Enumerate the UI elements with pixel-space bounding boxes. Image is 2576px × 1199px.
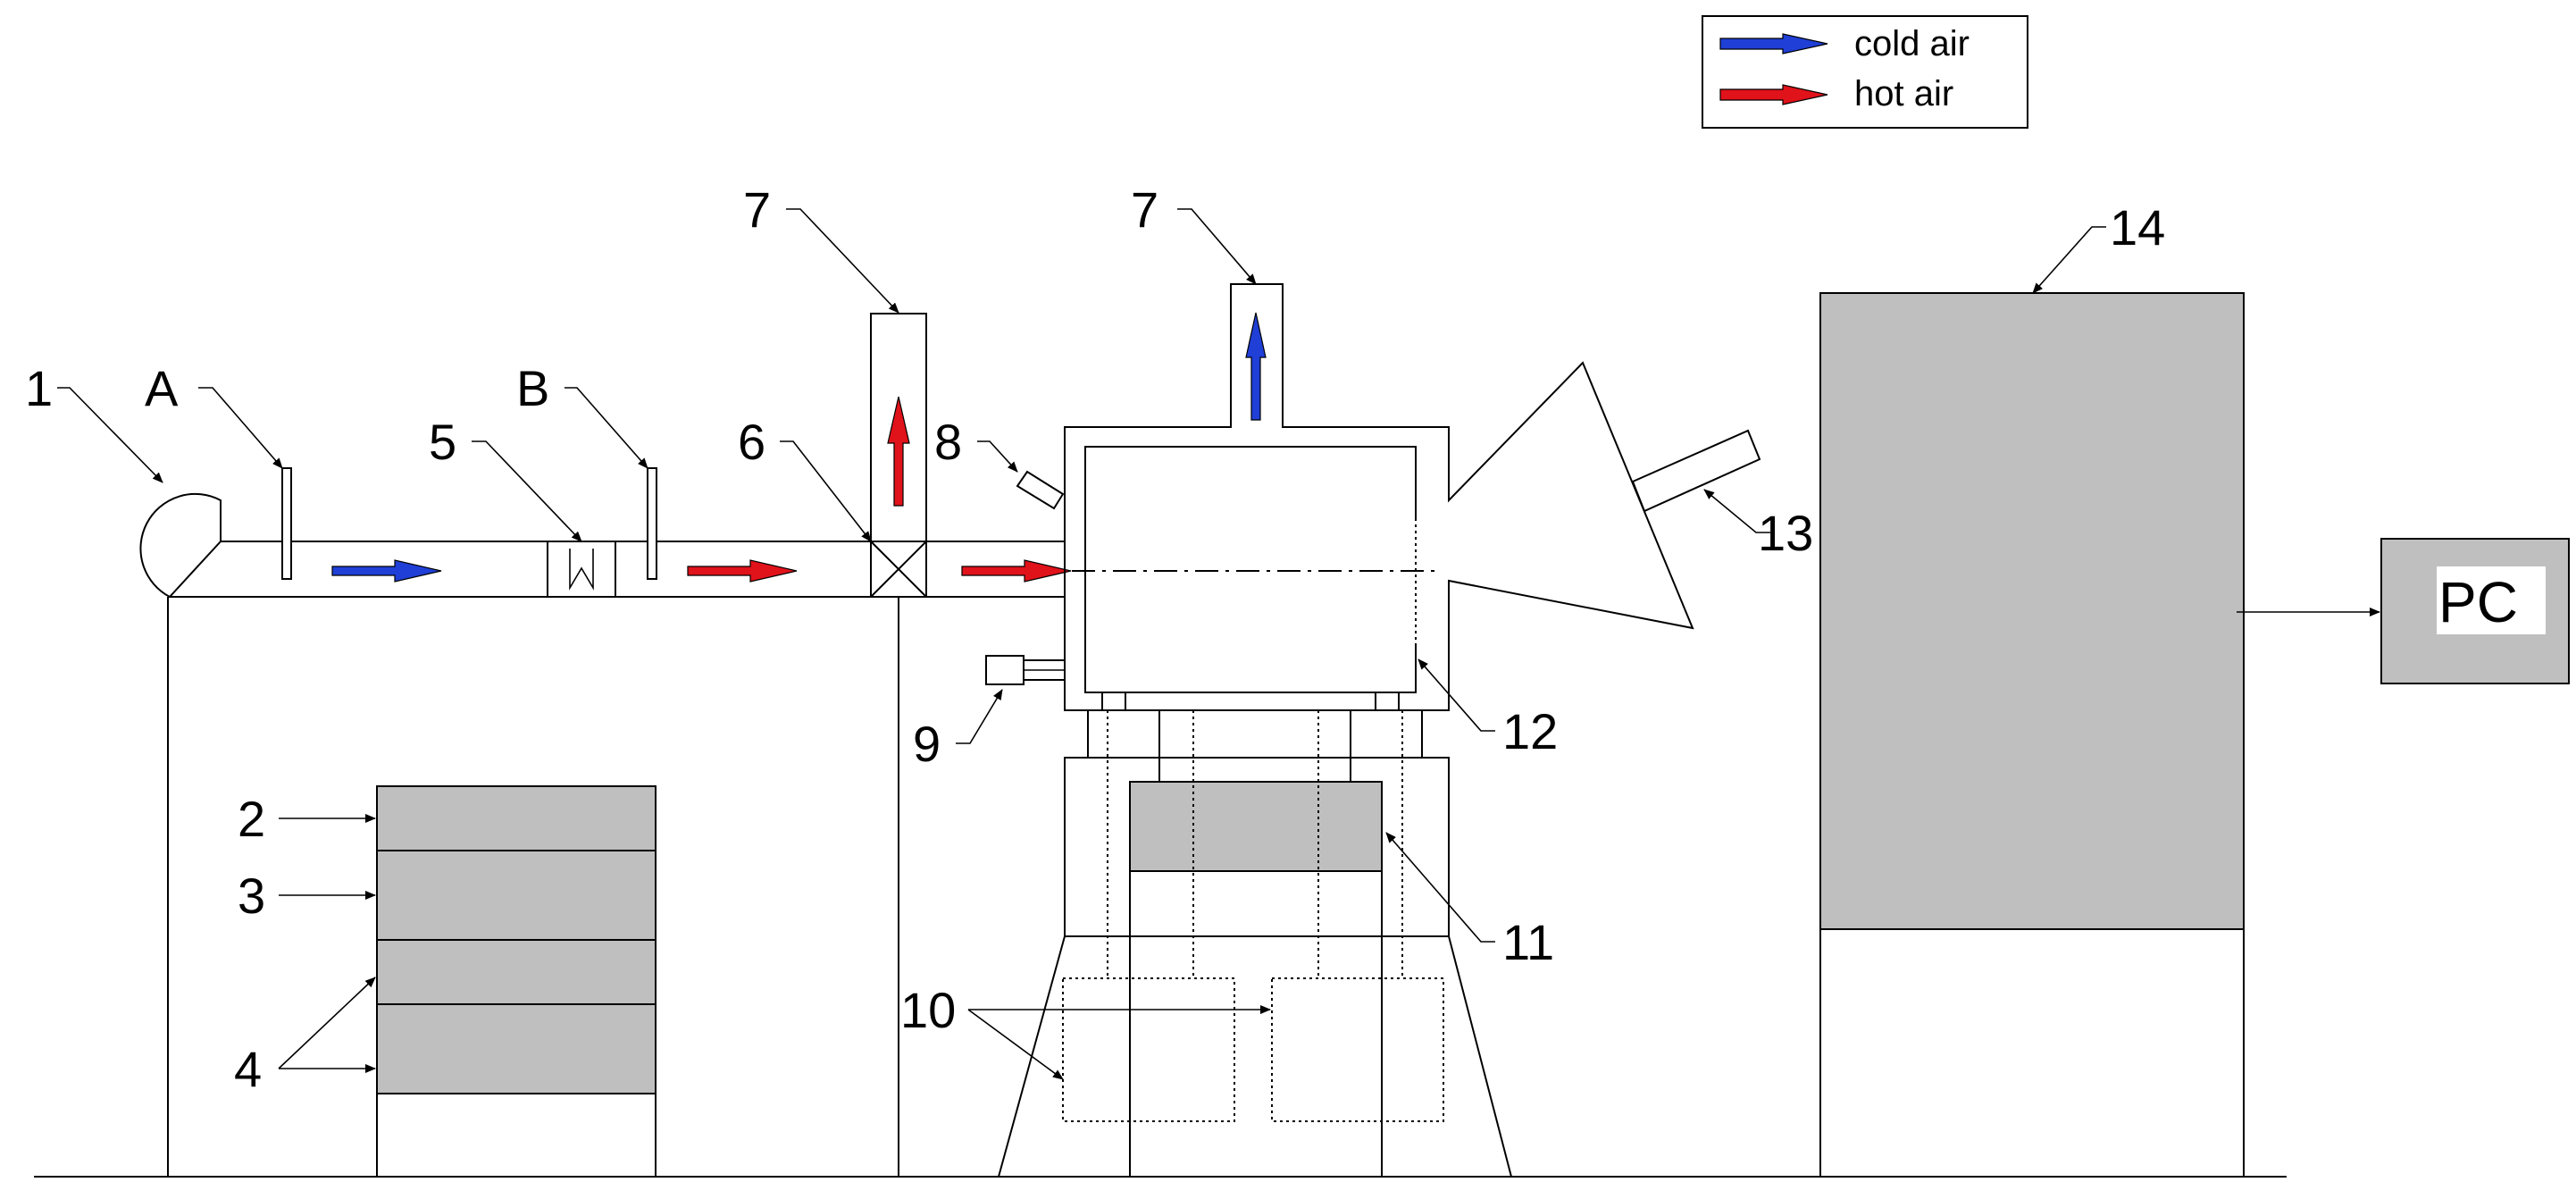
control-stack — [376, 785, 657, 1177]
label-valve-b: B — [516, 360, 549, 416]
stack-unit-4b — [376, 1003, 657, 1094]
label-fan: 1 — [25, 360, 53, 416]
pc-label: PC — [2438, 570, 2518, 634]
legend: cold air hot air — [1702, 15, 2028, 129]
label-camera: 13 — [1758, 505, 1813, 561]
hot-air-arrow-up — [887, 396, 910, 507]
legend-cold-label: cold air — [1854, 24, 1970, 63]
cold-air-arrow — [331, 559, 442, 583]
label-drum: 12 — [1502, 703, 1558, 759]
cabinet-body — [1819, 292, 2245, 930]
leader-lines — [57, 208, 2106, 1080]
camera — [1631, 429, 1761, 513]
valve-a — [281, 467, 292, 580]
label-heater: 5 — [429, 414, 456, 470]
cold-air-arrow-up — [1245, 312, 1267, 421]
label-outlet-top: 7 — [1131, 181, 1158, 238]
motor — [985, 655, 1066, 685]
weighing-scale — [1129, 781, 1383, 872]
legend-hot-arrow — [1719, 84, 1828, 105]
label-scale: 11 — [1502, 914, 1554, 970]
label-stack-3: 3 — [238, 868, 265, 924]
label-stack-2: 2 — [238, 791, 265, 847]
drum — [1084, 446, 1417, 693]
switch-valve — [870, 541, 927, 598]
legend-hot-label: hot air — [1854, 74, 1953, 113]
hot-air-arrow-1 — [687, 559, 798, 583]
stack-unit-3 — [376, 850, 657, 941]
scale-assembly — [997, 692, 1513, 1178]
label-outlet-left: 7 — [743, 181, 771, 238]
label-load-cells: 10 — [900, 982, 956, 1038]
drying-chamber — [1064, 283, 1694, 711]
sensor — [1016, 470, 1065, 510]
load-cell-left — [1062, 977, 1235, 1122]
label-stack-4: 4 — [234, 1041, 262, 1097]
label-cabinet: 14 — [2110, 199, 2165, 256]
pc-box: PC — [2380, 538, 2570, 684]
stack-unit-4a — [376, 939, 657, 1005]
hot-air-arrow-2 — [961, 559, 1072, 583]
cabinet — [1819, 292, 2380, 1177]
valve-b — [647, 467, 657, 580]
fan — [139, 492, 222, 1177]
heater — [547, 541, 616, 598]
legend-box — [1702, 15, 2028, 129]
label-motor: 9 — [913, 716, 941, 772]
label-valve-a: A — [145, 360, 179, 416]
labels: 1 A B 5 6 7 7 8 9 10 11 12 13 14 2 3 4 — [25, 181, 2165, 1097]
load-cell-right — [1271, 977, 1444, 1122]
label-sensor: 8 — [934, 414, 962, 470]
legend-cold-arrow — [1719, 33, 1828, 54]
label-switch-valve: 6 — [738, 414, 765, 470]
stack-unit-2 — [376, 785, 657, 851]
pc-label-background — [2437, 566, 2546, 634]
